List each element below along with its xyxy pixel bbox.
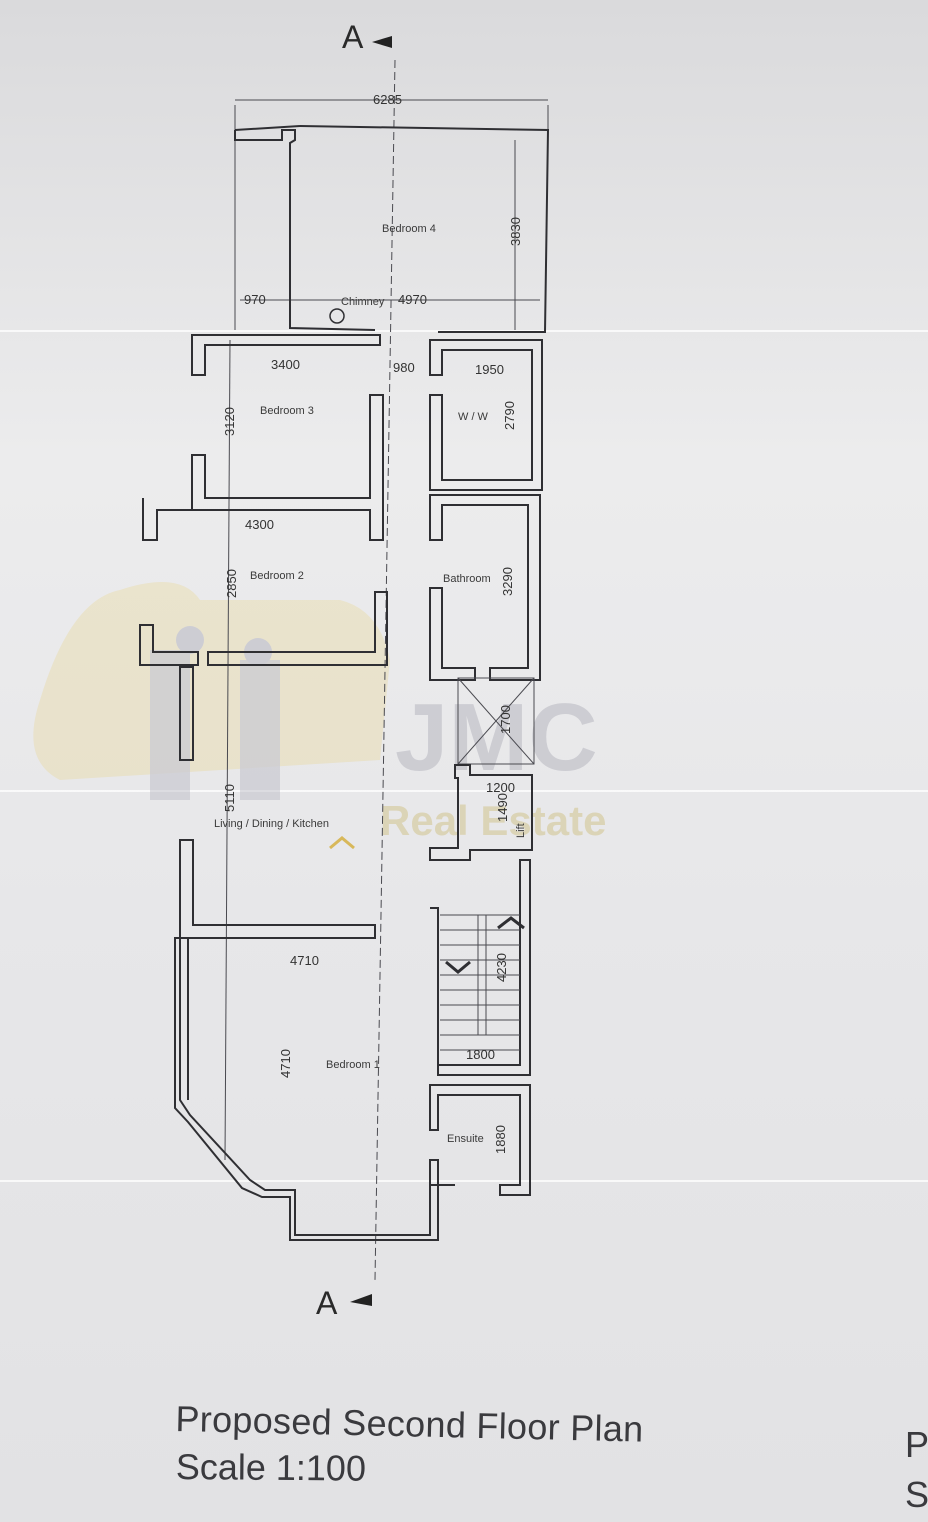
room-bathroom: Bathroom	[443, 573, 491, 585]
dim-bedroom2-width: 4300	[245, 517, 274, 532]
dim-chimney-left: 970	[244, 292, 266, 307]
room-bedroom2: Bedroom 2	[250, 570, 304, 582]
dim-void-height: 1700	[498, 705, 513, 734]
room-bedroom3: Bedroom 3	[260, 405, 314, 417]
watermark: JMC Real Estate	[33, 582, 606, 844]
section-marker-bottom: A	[316, 1285, 338, 1321]
dim-overall-width: 6285	[373, 92, 402, 107]
edge-letter-top: P	[905, 1424, 928, 1465]
section-marker-top: A	[342, 19, 364, 55]
section-arrow-bottom-icon	[350, 1294, 372, 1306]
section-arrow-top-icon	[372, 36, 392, 48]
stair	[329, 308, 525, 1051]
dim-bedroom1-width: 4710	[290, 953, 319, 968]
room-bedroom4: Bedroom 4	[382, 223, 436, 235]
room-ww: W / W	[458, 411, 489, 423]
room-bedroom1: Bedroom 1	[326, 1059, 380, 1071]
dim-bedroom3-height: 3120	[222, 407, 237, 436]
scale-label: Scale 1:100	[175, 1446, 367, 1489]
dim-bedroom2-height: 2850	[224, 569, 239, 598]
dim-ww-width: 1950	[475, 362, 504, 377]
dim-stair-width: 1800	[466, 1047, 495, 1062]
dim-stair-height: 4230	[494, 953, 509, 982]
dim-lift-height: 1490	[495, 793, 510, 822]
dim-bedroom3-width: 3400	[271, 357, 300, 372]
dim-bedroom1-height: 4710	[278, 1049, 293, 1078]
room-living: Living / Dining / Kitchen	[214, 818, 329, 830]
watermark-line2: Real Estate	[380, 797, 606, 844]
paper-fold	[0, 1180, 928, 1182]
room-chimney: Chimney	[341, 296, 385, 308]
dim-ensuite-height: 1880	[493, 1125, 508, 1154]
dim-ww-height: 2790	[502, 401, 517, 430]
chimney-icon	[329, 308, 345, 324]
watermark-line1: JMC	[395, 684, 598, 791]
dim-bedroom4-height: 3830	[508, 217, 523, 246]
room-ensuite: Ensuite	[447, 1133, 484, 1145]
dim-bedroom4-width: 4970	[398, 292, 427, 307]
walls	[139, 125, 550, 1241]
dim-bathroom-height: 3290	[500, 567, 515, 596]
dim-corridor-width: 980	[393, 360, 415, 375]
paper-fold	[0, 790, 928, 792]
dim-living-height: 5110	[222, 784, 237, 812]
edge-letter-bottom: S	[905, 1474, 928, 1515]
room-lift: Lift	[515, 823, 527, 838]
dim-lift-width: 1200	[486, 780, 515, 795]
